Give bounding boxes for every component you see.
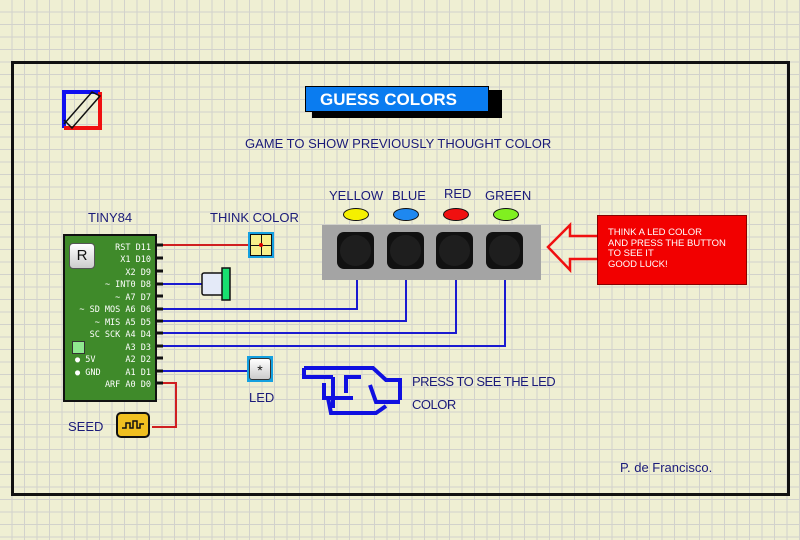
tiny84-chip: RST D11 X1 D10 X2 D9 ~ INT0 D8 ~ A7 D7 ~… xyxy=(63,234,157,402)
note-line: THINK A LED COLOR xyxy=(608,227,702,238)
led-blue xyxy=(393,208,419,221)
led-button-label: LED xyxy=(249,390,275,405)
push-button-yellow[interactable] xyxy=(337,232,374,269)
pin-label: ~ SD MOS A6 D6 xyxy=(79,305,151,315)
think-color-label: THINK COLOR xyxy=(210,210,299,225)
subtitle: GAME TO SHOW PREVIOUSLY THOUGHT COLOR xyxy=(245,136,552,151)
pin-label: A3 D3 xyxy=(125,343,151,353)
note-line: AND PRESS THE BUTTON xyxy=(608,237,726,249)
wire-d3-green xyxy=(153,272,506,347)
led-red xyxy=(443,208,469,221)
led-label-yellow: YELLOW xyxy=(329,188,384,203)
author-credit: P. de Francisco. xyxy=(620,460,713,475)
circuit-frame xyxy=(11,61,790,496)
press-hint-line2: COLOR xyxy=(412,397,456,412)
arrow-left-icon xyxy=(546,221,601,274)
mcu-status-led xyxy=(72,341,85,354)
pin-label: A1 D1 xyxy=(125,368,151,378)
toggle-switch[interactable] xyxy=(198,265,234,301)
instruction-note: THINK A LED COLOR AND PRESS THE BUTTON T… xyxy=(597,215,747,285)
led-label-red: RED xyxy=(444,186,472,201)
power-5v-label: ● 5V xyxy=(75,355,96,365)
led-label-blue: BLUE xyxy=(392,188,426,203)
push-button-red[interactable] xyxy=(436,232,473,269)
seed-label: SEED xyxy=(68,419,104,434)
think-color-button[interactable] xyxy=(248,232,274,258)
power-gnd-label: ● GND xyxy=(75,368,101,378)
led-show-button[interactable]: * xyxy=(247,356,273,382)
pin-label: A2 D2 xyxy=(125,355,151,365)
wire-d0-seed xyxy=(152,382,177,428)
reset-button[interactable]: R xyxy=(69,243,95,269)
push-button-green[interactable] xyxy=(486,232,523,269)
pin-label: X2 D9 xyxy=(125,268,151,278)
pin-label: RST D11 xyxy=(115,243,151,253)
pin-label: ~ A7 D7 xyxy=(115,293,151,303)
wire-d5-blue xyxy=(153,272,407,322)
pin-label: X1 D10 xyxy=(120,255,151,265)
led-button-symbol: * xyxy=(249,358,271,380)
square-wave-icon xyxy=(122,420,144,429)
seed-generator[interactable] xyxy=(116,412,150,438)
note-line: GOOD LUCK! xyxy=(608,258,668,270)
mcu-name: TINY84 xyxy=(88,210,133,225)
pin-label: SC SCK A4 D4 xyxy=(89,330,151,340)
led-label-green: GREEN xyxy=(485,188,532,203)
led-yellow xyxy=(343,208,369,221)
wire-d6-yellow xyxy=(153,272,358,310)
pin-label: ~ MIS A5 D5 xyxy=(94,318,151,328)
page-title: GUESS COLORS xyxy=(305,86,489,112)
pin-label: ARF A0 D0 xyxy=(104,380,151,390)
push-button-blue[interactable] xyxy=(387,232,424,269)
pin-label: ~ INT0 D8 xyxy=(104,280,151,290)
led-green xyxy=(493,208,519,221)
note-line: TO SEE IT xyxy=(608,248,654,259)
pointing-hand-icon xyxy=(302,366,402,415)
logo-icon xyxy=(62,90,102,130)
wire-d4-red xyxy=(153,272,457,334)
press-hint-line1: PRESS TO SEE THE LED xyxy=(412,374,556,389)
